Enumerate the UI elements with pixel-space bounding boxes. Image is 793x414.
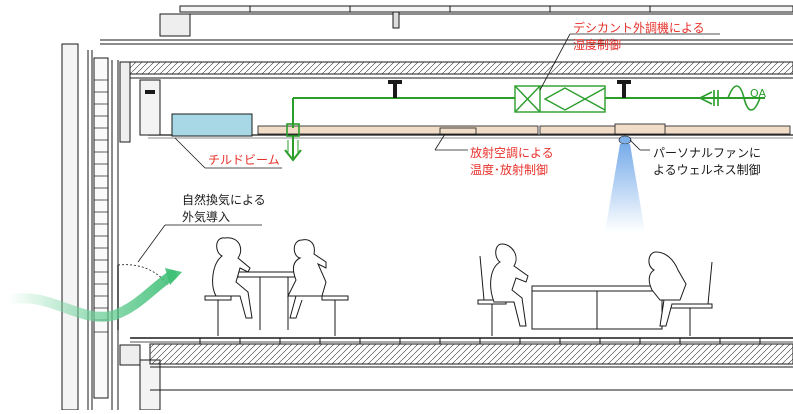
desiccant-label-line1: デシカント外調機による xyxy=(573,21,705,35)
personal-fan-label-line1: パーソナルファンに xyxy=(653,146,762,160)
chilled-beam xyxy=(171,113,253,137)
right-table-group xyxy=(477,243,713,336)
desiccant-unit xyxy=(514,85,606,113)
leader-lines xyxy=(137,33,720,263)
oa-label: OA xyxy=(750,87,766,100)
radiant-panels xyxy=(257,123,791,135)
radiant-label-line1: 放射空調による xyxy=(470,146,554,160)
desiccant-label-line2: 湿度制御 xyxy=(573,38,622,52)
roof-structure xyxy=(100,5,793,45)
natural-vent-label-line2: 外気導入 xyxy=(182,210,231,224)
chilled-beam-label: チルドビーム xyxy=(208,153,280,167)
facade-wall xyxy=(61,43,161,411)
floor-pedestals xyxy=(199,338,761,344)
personal-fan xyxy=(605,135,645,232)
hangers xyxy=(145,80,631,98)
ceiling xyxy=(148,134,793,139)
floor-slab xyxy=(130,337,793,391)
natural-airflow-arrow xyxy=(3,268,182,322)
left-table-group xyxy=(204,237,349,336)
radiant-label-line2: 温度･放射制御 xyxy=(470,163,549,177)
personal-fan-label-line2: よるウェルネス制御 xyxy=(653,163,761,177)
upper-slab xyxy=(129,61,793,79)
natural-vent-label-line1: 自然換気による xyxy=(182,193,266,207)
oa-intake xyxy=(699,85,761,111)
